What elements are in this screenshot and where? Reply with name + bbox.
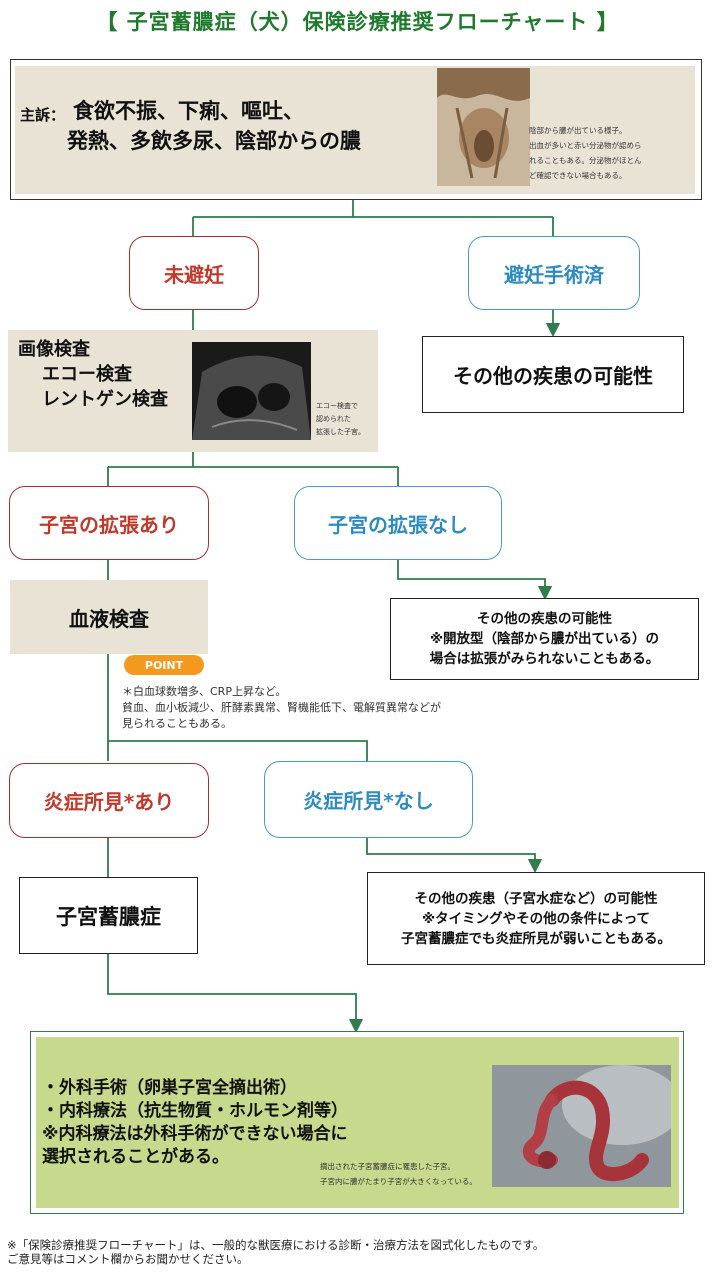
inflammation-no-note: その他の疾患（子宮水症など）の可能性 ※タイミングやその他の条件によって 子宮蓄…: [367, 872, 705, 965]
inflammation-no-node: 炎症所見*なし: [264, 761, 473, 838]
treatment-box: ・外科手術（卵巣子宮全摘出術） ・内科療法（抗生物質・ホルモン剤等） ※内科療法…: [36, 1037, 679, 1208]
point-note: ＊白血球数増多、CRP上昇など。 貧血、血小板減少、肝酵素異常、腎機能低下、電解…: [122, 684, 522, 732]
treatment-line: ※内科療法は外科手術ができない場合に: [42, 1124, 348, 1144]
caption-line: 子宮内に膿がたまり子宮が大きくなっている。: [320, 1177, 477, 1186]
not-spayed-node: 未避妊: [129, 236, 259, 310]
ultrasound-photo: [192, 342, 311, 440]
caption-line: 拡張した子宮。: [316, 428, 365, 436]
dilation-yes-node: 子宮の拡張あり: [9, 486, 209, 560]
treatment-text: ・外科手術（卵巣子宮全摘出術） ・内科療法（抗生物質・ホルモン剤等） ※内科療法…: [42, 1077, 348, 1169]
note-line: 子宮蓄膿症でも炎症所見が弱いこともある。: [401, 930, 671, 947]
note-line: 場合は拡張がみられないこともある。: [429, 651, 660, 667]
complaint-line-2: 発熱、多飲多尿、陰部からの膿: [67, 129, 361, 153]
caption-line: 出血が多いと赤い分泌物が認めら: [529, 141, 642, 150]
note-line: ※タイミングやその他の条件によって: [421, 910, 651, 927]
discharge-photo: [437, 68, 530, 186]
treatment-line: ・内科療法（抗生物質・ホルモン剤等）: [42, 1101, 348, 1121]
uterus-caption: 摘出された子宮蓄膿症に罹患した子宮。 子宮内に膿がたまり子宮が大きくなっている。: [320, 1159, 510, 1189]
dilation-no-node: 子宮の拡張なし: [294, 486, 502, 560]
note-line: ※開放型（陰部から膿が出ている）の: [429, 631, 660, 647]
footer-line: ご意見等はコメント欄からお聞かせください。: [7, 1252, 249, 1266]
complaint-box: 主訴： 食欲不振、下痢、嘔吐、 発熱、多飲多尿、陰部からの膿 陰部から膿が出てい…: [15, 66, 695, 194]
point-badge: POINT: [124, 655, 204, 675]
complaint-label: 主訴：: [20, 106, 66, 124]
treatment-line: 選択されることがある。: [42, 1147, 229, 1167]
ultrasound-caption: エコー検査で 認められた 拡張した子宮。: [316, 400, 376, 439]
note-line: 貧血、血小板減少、肝酵素異常、腎機能低下、電解質異常などが: [122, 701, 441, 714]
imaging-box: 画像検査 エコー検査 レントゲン検査 エコー検査で 認められた 拡張した子宮。: [8, 330, 378, 452]
note-line: その他の疾患の可能性: [477, 611, 612, 627]
footer-line: ※「保険診療推奨フローチャート」は、一般的な獣医療における診断・治療方法を図式化…: [7, 1238, 545, 1252]
dilation-no-note: その他の疾患の可能性 ※開放型（陰部から膿が出ている）の 場合は拡張がみられない…: [390, 598, 699, 680]
imaging-title: 画像検査: [18, 339, 90, 360]
page-title: 【 子宮蓄膿症（犬）保険診療推奨フローチャート 】: [96, 10, 619, 34]
caption-line: ど確認できない場合もある。: [529, 171, 627, 180]
uterus-photo: [492, 1065, 671, 1187]
footer-note: ※「保険診療推奨フローチャート」は、一般的な獣医療における診断・治療方法を図式化…: [7, 1238, 712, 1266]
complaint-line-1: 食欲不振、下痢、嘔吐、: [73, 99, 304, 123]
note-line: その他の疾患（子宮水症など）の可能性: [414, 890, 658, 907]
treatment-line: ・外科手術（卵巣子宮全摘出術）: [42, 1078, 297, 1098]
blood-test-node: 血液検査: [10, 580, 208, 654]
diagnosis-node: 子宮蓄膿症: [19, 877, 198, 954]
imaging-xray: レントゲン検査: [42, 389, 168, 410]
imaging-echo: エコー検査: [42, 364, 132, 385]
caption-line: 陰部から膿が出ている様子。: [529, 126, 627, 135]
discharge-caption: 陰部から膿が出ている様子。 出血が多いと赤い分泌物が認めら れることもある。分泌…: [529, 123, 689, 183]
caption-line: エコー検査で: [316, 402, 358, 410]
note-line: ＊白血球数増多、CRP上昇など。: [122, 685, 287, 698]
spayed-node: 避妊手術済: [468, 236, 640, 310]
inflammation-yes-node: 炎症所見*あり: [9, 763, 209, 838]
note-line: 見られることもある。: [122, 717, 232, 730]
caption-line: れることもある。分泌物がほとん: [529, 156, 642, 165]
caption-line: 認められた: [316, 415, 351, 423]
caption-line: 摘出された子宮蓄膿症に罹患した子宮。: [320, 1162, 455, 1171]
other-disease-node: その他の疾患の可能性: [422, 336, 684, 413]
